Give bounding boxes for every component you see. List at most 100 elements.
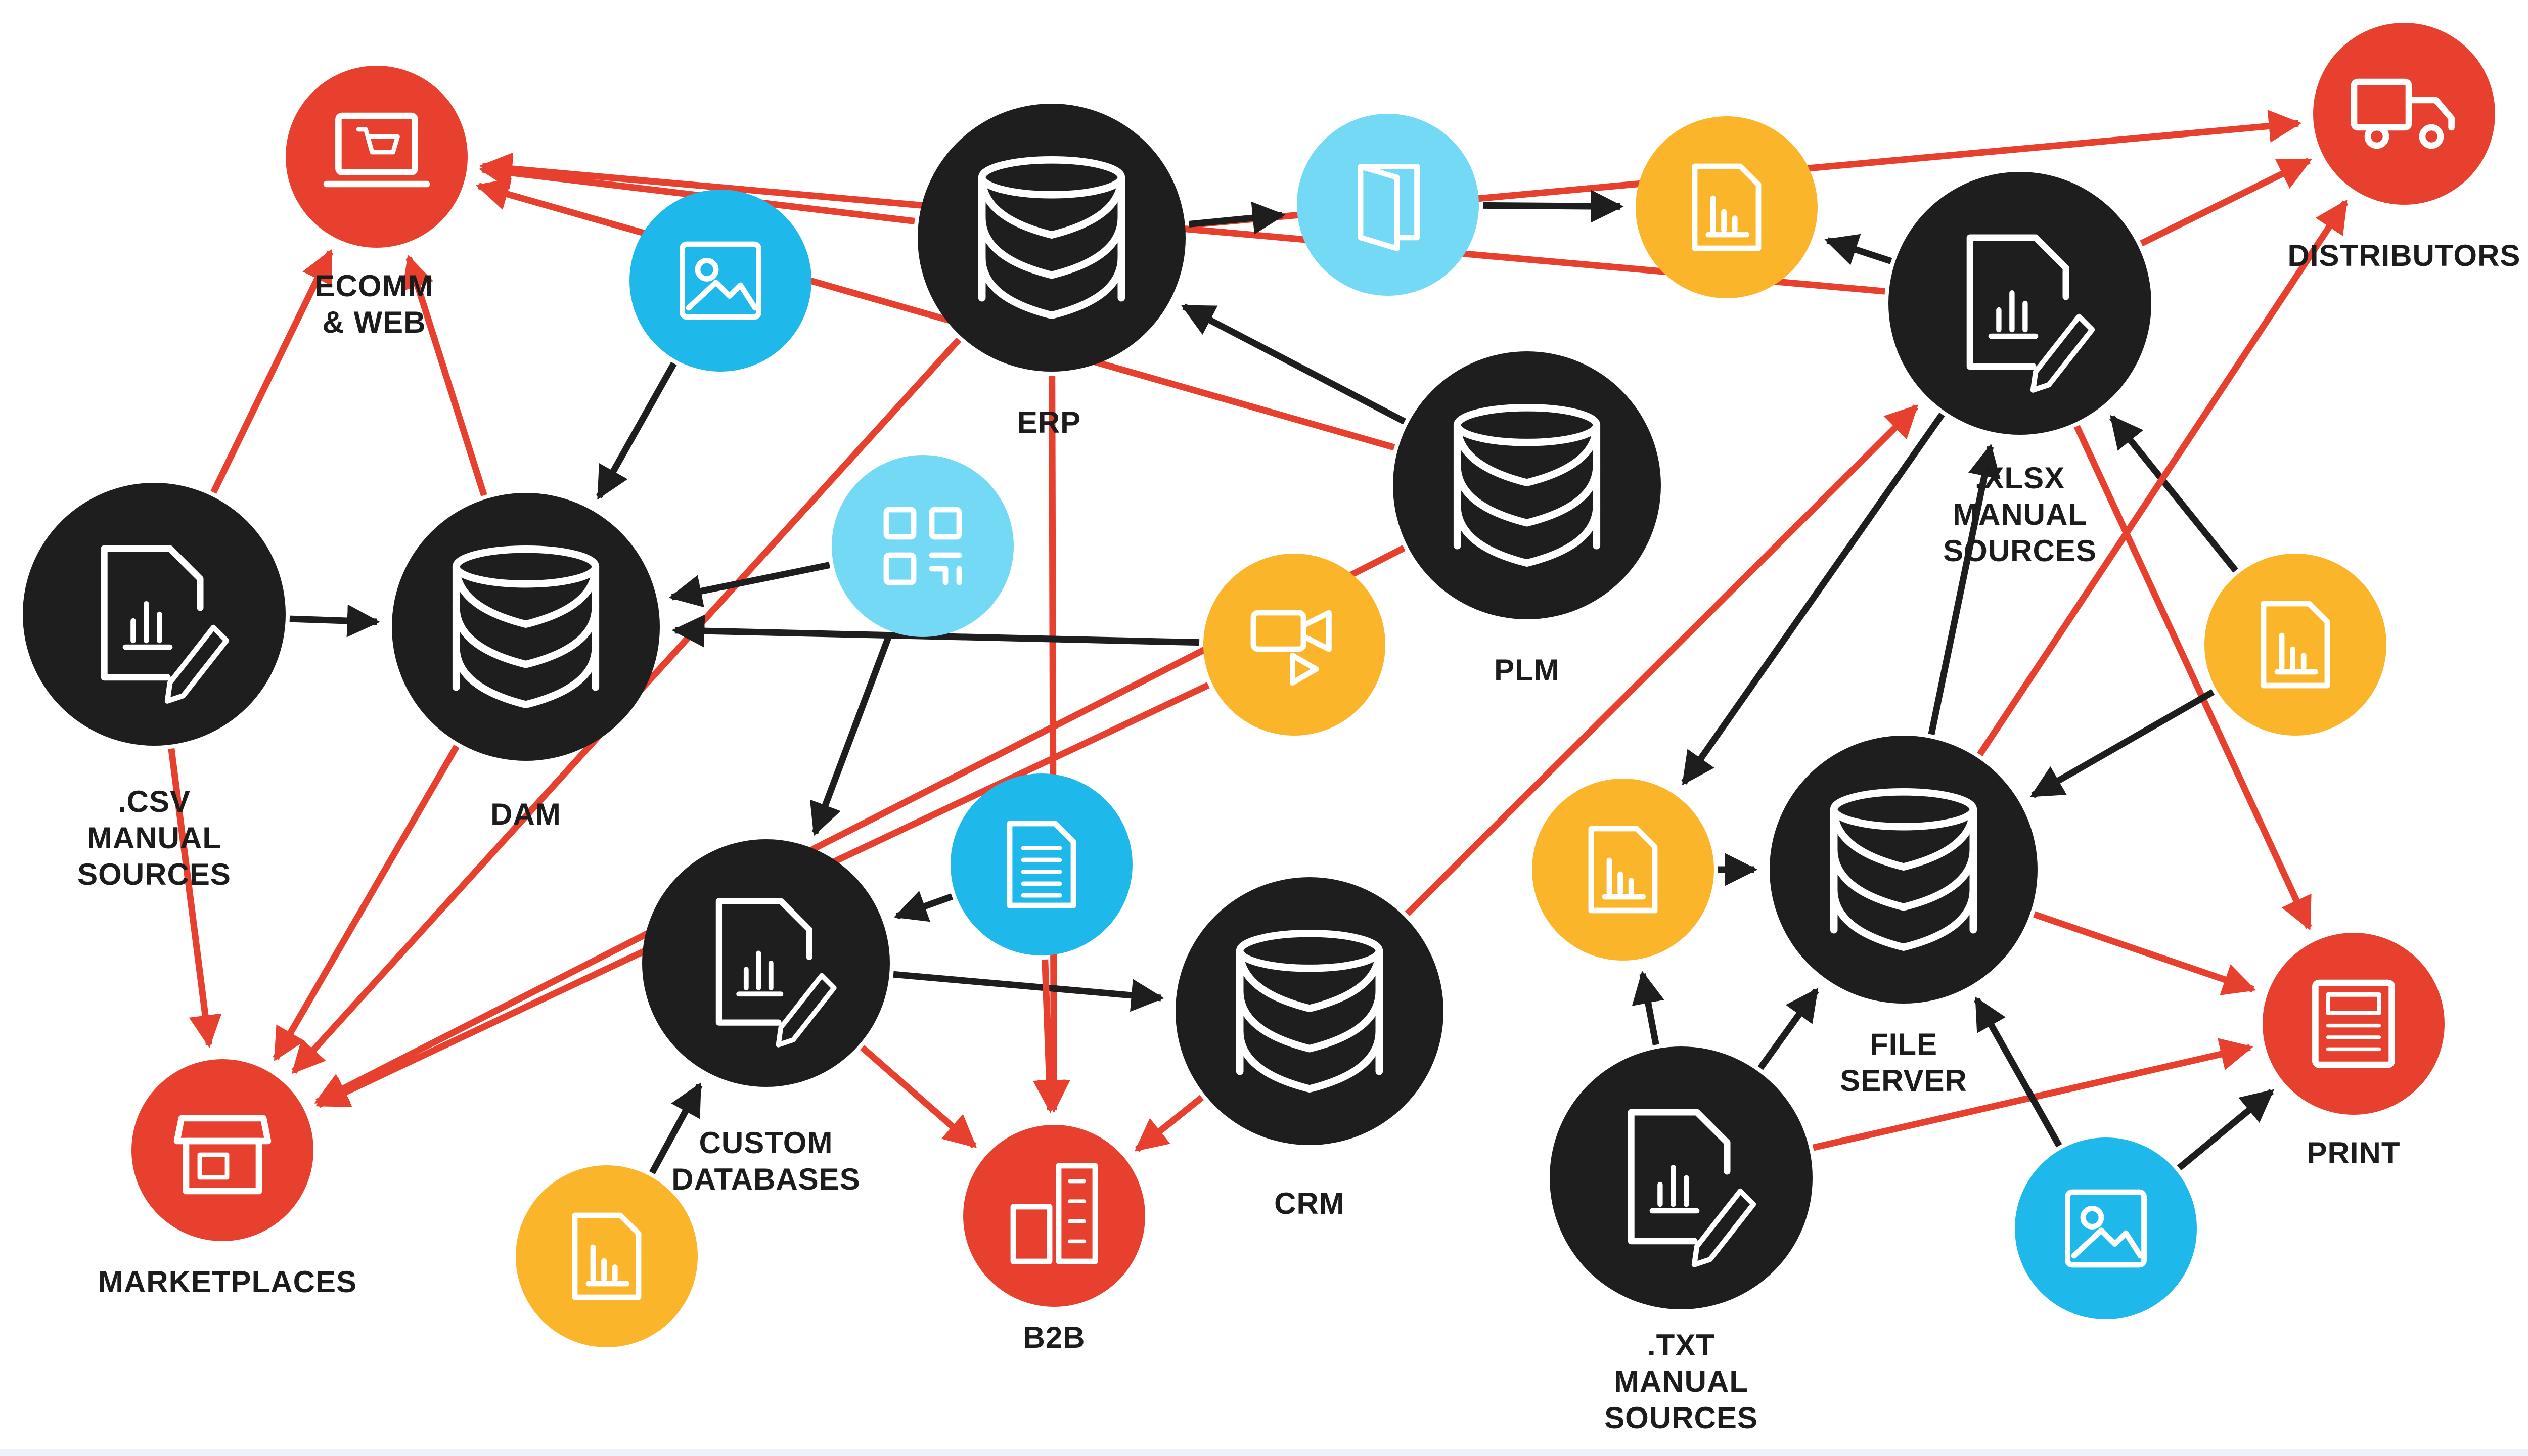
newspaper-icon bbox=[2312, 979, 2395, 1068]
chart-file-icon bbox=[1692, 163, 1762, 251]
video-circle bbox=[1203, 554, 1385, 736]
buildings-icon bbox=[1010, 1163, 1098, 1264]
bottom-strip bbox=[0, 1449, 2528, 1456]
doc-circle bbox=[951, 774, 1133, 956]
custom_db-circle bbox=[642, 839, 890, 1087]
connector-doc-to-custom_db bbox=[893, 891, 954, 922]
connector-erp-to-catalog bbox=[1189, 201, 1286, 235]
connector-qr-to-custom_db bbox=[809, 633, 892, 836]
label-b2b: B2B bbox=[1023, 1321, 1086, 1354]
connector-file_server-to-distributors bbox=[1977, 199, 2349, 756]
label-crm: CRM bbox=[1274, 1187, 1345, 1220]
connector-y_bottom-to-custom_db bbox=[649, 1082, 703, 1174]
node-catalog bbox=[1297, 114, 1479, 296]
file-chart-pen-icon bbox=[101, 545, 230, 704]
node-file_server bbox=[1770, 736, 2038, 1004]
connector-file_server-to-xlsx bbox=[1928, 443, 2001, 735]
database-icon bbox=[452, 545, 600, 708]
node-y_bottom bbox=[516, 1165, 698, 1347]
catalog-circle bbox=[1297, 114, 1479, 296]
connector-qr-to-dam bbox=[668, 562, 831, 608]
connector-y_right-to-xlsx bbox=[2109, 415, 2238, 573]
node-crm bbox=[1176, 877, 1443, 1145]
y_bottom-circle bbox=[516, 1165, 698, 1347]
label-dam: DAM bbox=[490, 797, 561, 831]
txt-circle bbox=[1550, 1046, 1813, 1309]
y_mid-circle bbox=[1532, 779, 1714, 961]
database-icon bbox=[1453, 404, 1601, 567]
database-icon bbox=[1830, 788, 1977, 951]
b2b-circle bbox=[963, 1125, 1145, 1307]
connector-xlsx-to-print bbox=[2073, 425, 2312, 931]
csv-circle bbox=[23, 483, 286, 746]
connector-crm-to-b2b bbox=[1134, 1095, 1204, 1152]
connector-crm-to-xlsx bbox=[1405, 404, 1919, 916]
label-custom-databases: CUSTOM DATABASES bbox=[671, 1126, 861, 1196]
label-plm: PLM bbox=[1494, 653, 1560, 687]
connector-img_bottom-to-print bbox=[2177, 1088, 2275, 1171]
connector-file_server-to-print bbox=[2033, 911, 2256, 995]
file-chart-pen-icon bbox=[1628, 1109, 1756, 1267]
storefront-icon bbox=[173, 1115, 272, 1195]
img_top-circle bbox=[629, 190, 811, 372]
node-doc bbox=[951, 774, 1133, 956]
connector-custom_db-to-b2b bbox=[860, 1044, 977, 1149]
connector-img_bottom-to-file_server bbox=[1974, 996, 2062, 1148]
image-icon bbox=[2065, 1189, 2147, 1268]
node-y_right bbox=[2204, 554, 2386, 736]
label-distributors: DISTRIBUTORS bbox=[2287, 239, 2521, 272]
marketplaces-circle bbox=[131, 1059, 313, 1241]
node-video bbox=[1203, 554, 1385, 736]
connector-dam-to-marketplaces bbox=[273, 744, 460, 1061]
node-img_top bbox=[629, 190, 811, 372]
label-file-server: FILE SERVER bbox=[1840, 1027, 1967, 1098]
node-distributors bbox=[2313, 23, 2495, 205]
ecomm-circle bbox=[286, 66, 468, 248]
file-chart-pen-icon bbox=[715, 898, 837, 1048]
qr-circle bbox=[832, 455, 1014, 637]
connector-xlsx-to-y_top bbox=[1824, 234, 1892, 265]
connector-doc-to-b2b bbox=[1032, 959, 1066, 1113]
label-csv-manual-sources: .CSV MANUAL SOURCES bbox=[77, 785, 231, 891]
truck-icon bbox=[2351, 78, 2455, 149]
laptop-cart-icon bbox=[323, 112, 430, 188]
chart-file-icon bbox=[572, 1212, 642, 1300]
connector-video-to-dam bbox=[671, 614, 1200, 648]
node-layer bbox=[23, 23, 2495, 1347]
label-print: PRINT bbox=[2307, 1136, 2401, 1170]
img_bottom-circle bbox=[2015, 1138, 2197, 1320]
connector-img_top-to-dam bbox=[596, 361, 677, 500]
catalog-icon bbox=[1358, 164, 1420, 251]
file-chart-pen-icon bbox=[1966, 234, 2095, 393]
node-y_top bbox=[1636, 116, 1818, 298]
connector-csv-to-dam bbox=[289, 604, 380, 638]
node-dam bbox=[392, 493, 660, 761]
database-icon bbox=[1236, 930, 1383, 1093]
chart-file-icon bbox=[2261, 601, 2330, 689]
node-marketplaces bbox=[131, 1059, 313, 1241]
node-print bbox=[2263, 933, 2445, 1115]
node-y_mid bbox=[1532, 779, 1714, 961]
label-marketplaces: MARKETPLACES bbox=[98, 1265, 357, 1299]
node-txt bbox=[1550, 1046, 1813, 1309]
node-erp bbox=[918, 104, 1186, 372]
connector-plm-to-erp bbox=[1181, 303, 1406, 425]
connector-xlsx-to-y_mid bbox=[1681, 412, 1945, 786]
y_top-circle bbox=[1636, 116, 1818, 298]
node-qr bbox=[832, 455, 1014, 637]
label-erp: ERP bbox=[1017, 405, 1081, 439]
connector-txt-to-y_mid bbox=[1632, 970, 1664, 1045]
node-custom_db bbox=[642, 839, 890, 1087]
node-ecomm bbox=[286, 66, 468, 248]
qr-code-icon bbox=[883, 507, 962, 585]
connector-csv-to-marketplaces bbox=[168, 748, 222, 1049]
xlsx-circle bbox=[1888, 172, 2151, 435]
video-icon bbox=[1250, 610, 1332, 686]
connector-plm-to-ecomm bbox=[475, 178, 1395, 451]
image-icon bbox=[680, 241, 761, 320]
node-b2b bbox=[963, 1125, 1145, 1307]
node-xlsx bbox=[1888, 172, 2151, 435]
node-plm bbox=[1393, 351, 1661, 619]
